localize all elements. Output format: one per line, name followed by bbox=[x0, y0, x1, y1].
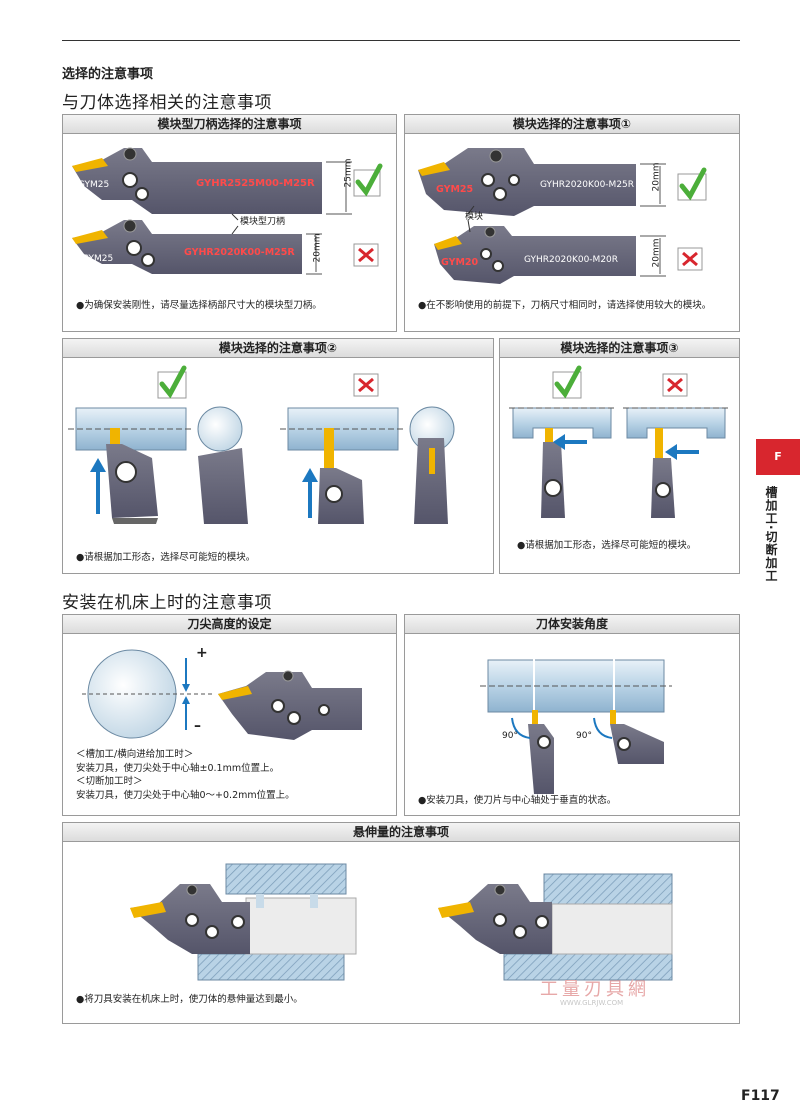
module-selection-1-illustration bbox=[418, 148, 707, 284]
bottom-module-label: GYM25 bbox=[82, 254, 114, 264]
cutoff-heading: ＜切断加工时＞ bbox=[76, 776, 143, 787]
module-selection-3-illustration bbox=[509, 365, 729, 518]
top-rule bbox=[62, 40, 740, 41]
angle-label-2: 90° bbox=[576, 731, 592, 741]
top-dim: 20mm bbox=[651, 162, 662, 192]
panel-title: 悬伸量的注意事项 bbox=[63, 823, 739, 842]
panel-modular-shank: 模块型刀柄选择的注意事项 bbox=[62, 114, 397, 332]
cutoff-instruction: 安装刀具，使刀尖处于中心轴0～+0.2mm位置上。 bbox=[76, 790, 295, 801]
panel-title: 模块选择的注意事项③ bbox=[500, 339, 739, 358]
panel-title: 模块选择的注意事项① bbox=[405, 115, 739, 134]
subsection-title-1: 与刀体选择相关的注意事项 bbox=[62, 93, 272, 113]
minus-sign: – bbox=[194, 718, 201, 734]
top-holder-code: GYHR2525M00-M25R bbox=[196, 178, 315, 189]
section-tab[interactable]: F bbox=[756, 439, 800, 475]
bottom-holder-code: GYHR2020K00-M20R bbox=[524, 255, 619, 265]
top-module-label: GYM25 bbox=[78, 180, 110, 190]
modular-shank-illustration bbox=[72, 147, 383, 275]
plus-sign: + bbox=[196, 645, 208, 661]
callout-label: 模块 bbox=[465, 212, 484, 222]
panel-title: 刀尖高度的设定 bbox=[63, 615, 396, 634]
tip-height-illustration bbox=[82, 649, 362, 740]
watermark-text: 工量刃具網 bbox=[540, 979, 650, 1000]
mounting-angle-illustration bbox=[480, 654, 672, 794]
panel-module-selection-3: 模块选择的注意事项③ bbox=[499, 338, 740, 574]
page-number: F117 bbox=[741, 1088, 780, 1104]
bottom-dim: 20mm bbox=[651, 238, 662, 268]
panel-note: ●请根据加工形态，选择尽可能短的模块。 bbox=[76, 552, 256, 563]
groove-heading: ＜槽加工/横向进给加工时＞ bbox=[76, 749, 194, 760]
groove-instruction: 安装刀具，使刀尖处于中心轴±0.1mm位置上。 bbox=[76, 763, 280, 774]
panel-module-selection-1: 模块选择的注意事项① bbox=[404, 114, 740, 332]
panel-title: 模块型刀柄选择的注意事项 bbox=[63, 115, 396, 134]
top-module-label: GYM25 bbox=[436, 184, 474, 195]
top-holder-code: GYHR2020K00-M25R bbox=[540, 180, 635, 190]
overhang-illustration bbox=[130, 863, 673, 981]
subsection-title-2: 安装在机床上时的注意事项 bbox=[62, 593, 272, 613]
section-title: 选择的注意事项 bbox=[62, 67, 154, 82]
bottom-holder-code: GYHR2020K00-M25R bbox=[184, 247, 295, 258]
section-tab-label: 槽加工·切断加工 bbox=[764, 486, 778, 583]
panel-title: 模块选择的注意事项② bbox=[63, 339, 493, 358]
module-selection-2-illustration bbox=[68, 365, 455, 524]
top-dim: 25mm bbox=[343, 158, 354, 188]
angle-label-1: 90° bbox=[502, 731, 518, 741]
panel-note: ●将刀具安装在机床上时，使刀体的悬伸量达到最小。 bbox=[76, 994, 303, 1005]
panel-note: ●请根据加工形态，选择尽可能短的模块。 bbox=[517, 540, 697, 551]
panel-title: 刀体安装角度 bbox=[405, 615, 739, 634]
panel-note: ●为确保安装刚性，请尽量选择柄部尺寸大的模块型刀柄。 bbox=[76, 300, 322, 311]
callout-label: 模块型刀柄 bbox=[240, 217, 286, 227]
bottom-module-label: GYM20 bbox=[441, 257, 479, 268]
panel-note: ●安装刀具，使刀片与中心轴处于垂直的状态。 bbox=[418, 795, 617, 806]
panel-note: ●在不影响使用的前提下，刀柄尺寸相同时，请选择使用较大的模块。 bbox=[418, 300, 712, 311]
panel-mounting-angle: 刀体安装角度 bbox=[404, 614, 740, 816]
bottom-dim: 20mm bbox=[312, 233, 323, 263]
watermark-url: WWW.GLRJW.COM bbox=[560, 999, 624, 1007]
